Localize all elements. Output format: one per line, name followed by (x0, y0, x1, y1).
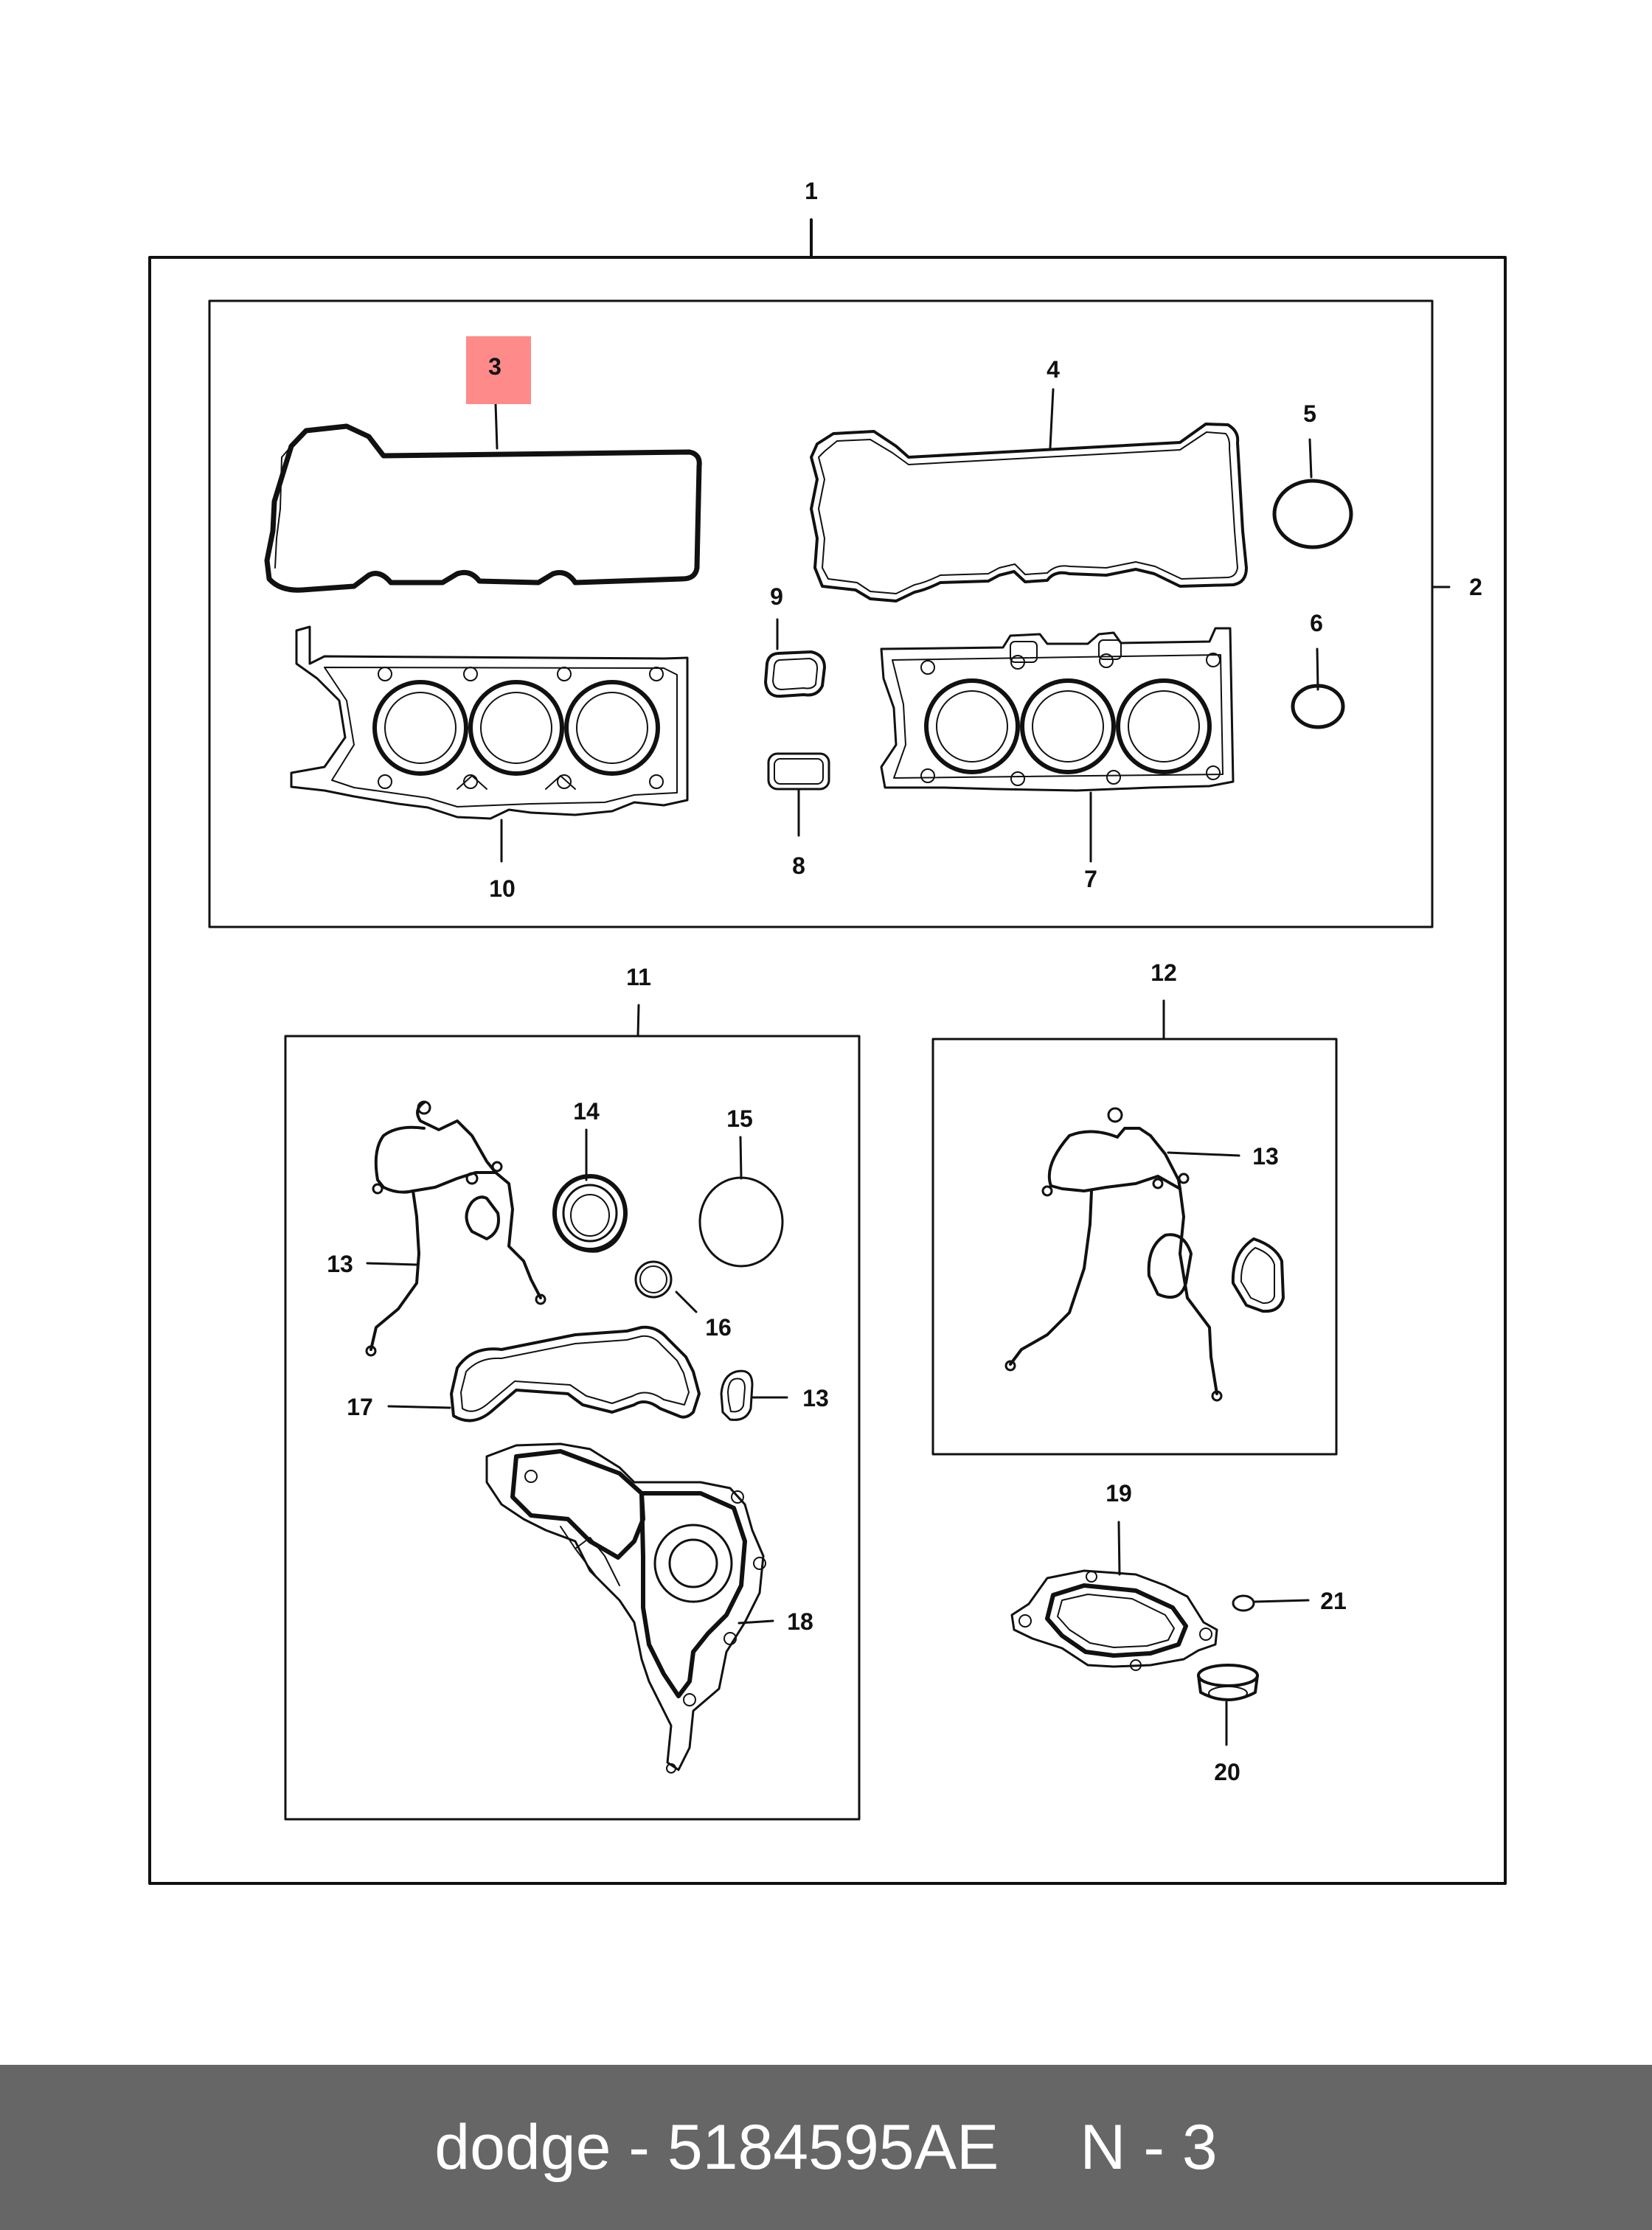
callout-11: 11 (626, 964, 651, 990)
leader-21 (1254, 1599, 1310, 1603)
callout-13a: 13 (327, 1251, 353, 1277)
callout-16: 16 (705, 1314, 732, 1341)
leader-11 (636, 1004, 640, 1038)
timing-cover-group-frame (284, 1035, 861, 1821)
page-reference: N - 3 (1080, 2111, 1218, 2183)
callout-5: 5 (1303, 400, 1316, 427)
brand-part-number: dodge - 5184595AE (434, 2111, 999, 2183)
callout-8: 8 (792, 852, 805, 879)
callout-4: 4 (1047, 356, 1060, 383)
leader-15 (739, 1136, 743, 1180)
callout-20: 20 (1214, 1759, 1240, 1785)
upper-group-frame (208, 299, 1434, 928)
o-ring-15 (698, 1176, 784, 1268)
highlight-callout-3 (466, 336, 531, 404)
timing-cover-gasket-13b (1009, 1127, 1218, 1395)
callout-17: 17 (347, 1394, 373, 1420)
crankshaft-seal-14 (552, 1174, 628, 1253)
callout-2: 2 (1469, 574, 1482, 600)
alt-timing-group-frame (931, 1038, 1338, 1456)
leader-5 (1308, 438, 1313, 479)
callout-13b: 13 (1252, 1143, 1279, 1170)
callout-10: 10 (489, 875, 516, 902)
cylinder-head-gasket-right (880, 627, 1235, 792)
leader-3 (494, 403, 499, 450)
callout-14: 14 (573, 1098, 600, 1125)
callout-21: 21 (1320, 1588, 1347, 1614)
callout-6: 6 (1310, 610, 1323, 636)
gasket-8 (767, 752, 830, 791)
valve-cover-gasket-left (264, 423, 702, 593)
gasket-13c (720, 1369, 754, 1421)
callout-15: 15 (726, 1105, 753, 1132)
leader-16 (675, 1291, 698, 1313)
leader-13b (1167, 1151, 1240, 1157)
timing-cover-gasket-17 (450, 1325, 701, 1423)
valve-cover-gasket-right (810, 423, 1248, 602)
o-ring-6 (1291, 684, 1345, 729)
parts-diagram: 1 2 3 4 5 6 7 8 9 10 11 12 13 13 13 14 1… (148, 178, 1507, 1885)
leader-6 (1316, 647, 1319, 691)
callout-3: 3 (488, 353, 502, 380)
seal-20 (1197, 1664, 1259, 1701)
water-pump-gasket-18 (485, 1442, 766, 1774)
callout-12: 12 (1150, 959, 1177, 986)
leader-19 (1117, 1521, 1121, 1576)
leader-17 (387, 1405, 451, 1409)
callout-9: 9 (770, 583, 783, 610)
footer-bar: dodge - 5184595AE N - 3 (0, 2065, 1652, 2230)
outer-frame (148, 256, 1507, 1885)
plate-gasket-19 (1010, 1569, 1218, 1671)
o-ring-21 (1232, 1594, 1255, 1612)
o-ring-5 (1272, 479, 1353, 549)
gasket-13b-side (1231, 1237, 1285, 1313)
timing-cover-gasket-13a (369, 1101, 542, 1351)
gasket-9 (764, 650, 826, 698)
cylinder-head-gasket-left (290, 625, 689, 820)
callout-13c: 13 (802, 1385, 829, 1411)
leader-4 (1049, 388, 1055, 449)
callout-19: 19 (1106, 1480, 1132, 1507)
callout-1: 1 (805, 178, 818, 204)
o-ring-16 (634, 1260, 673, 1299)
callout-18: 18 (787, 1608, 813, 1635)
callout-7: 7 (1084, 866, 1097, 892)
leader-13a (366, 1262, 418, 1266)
